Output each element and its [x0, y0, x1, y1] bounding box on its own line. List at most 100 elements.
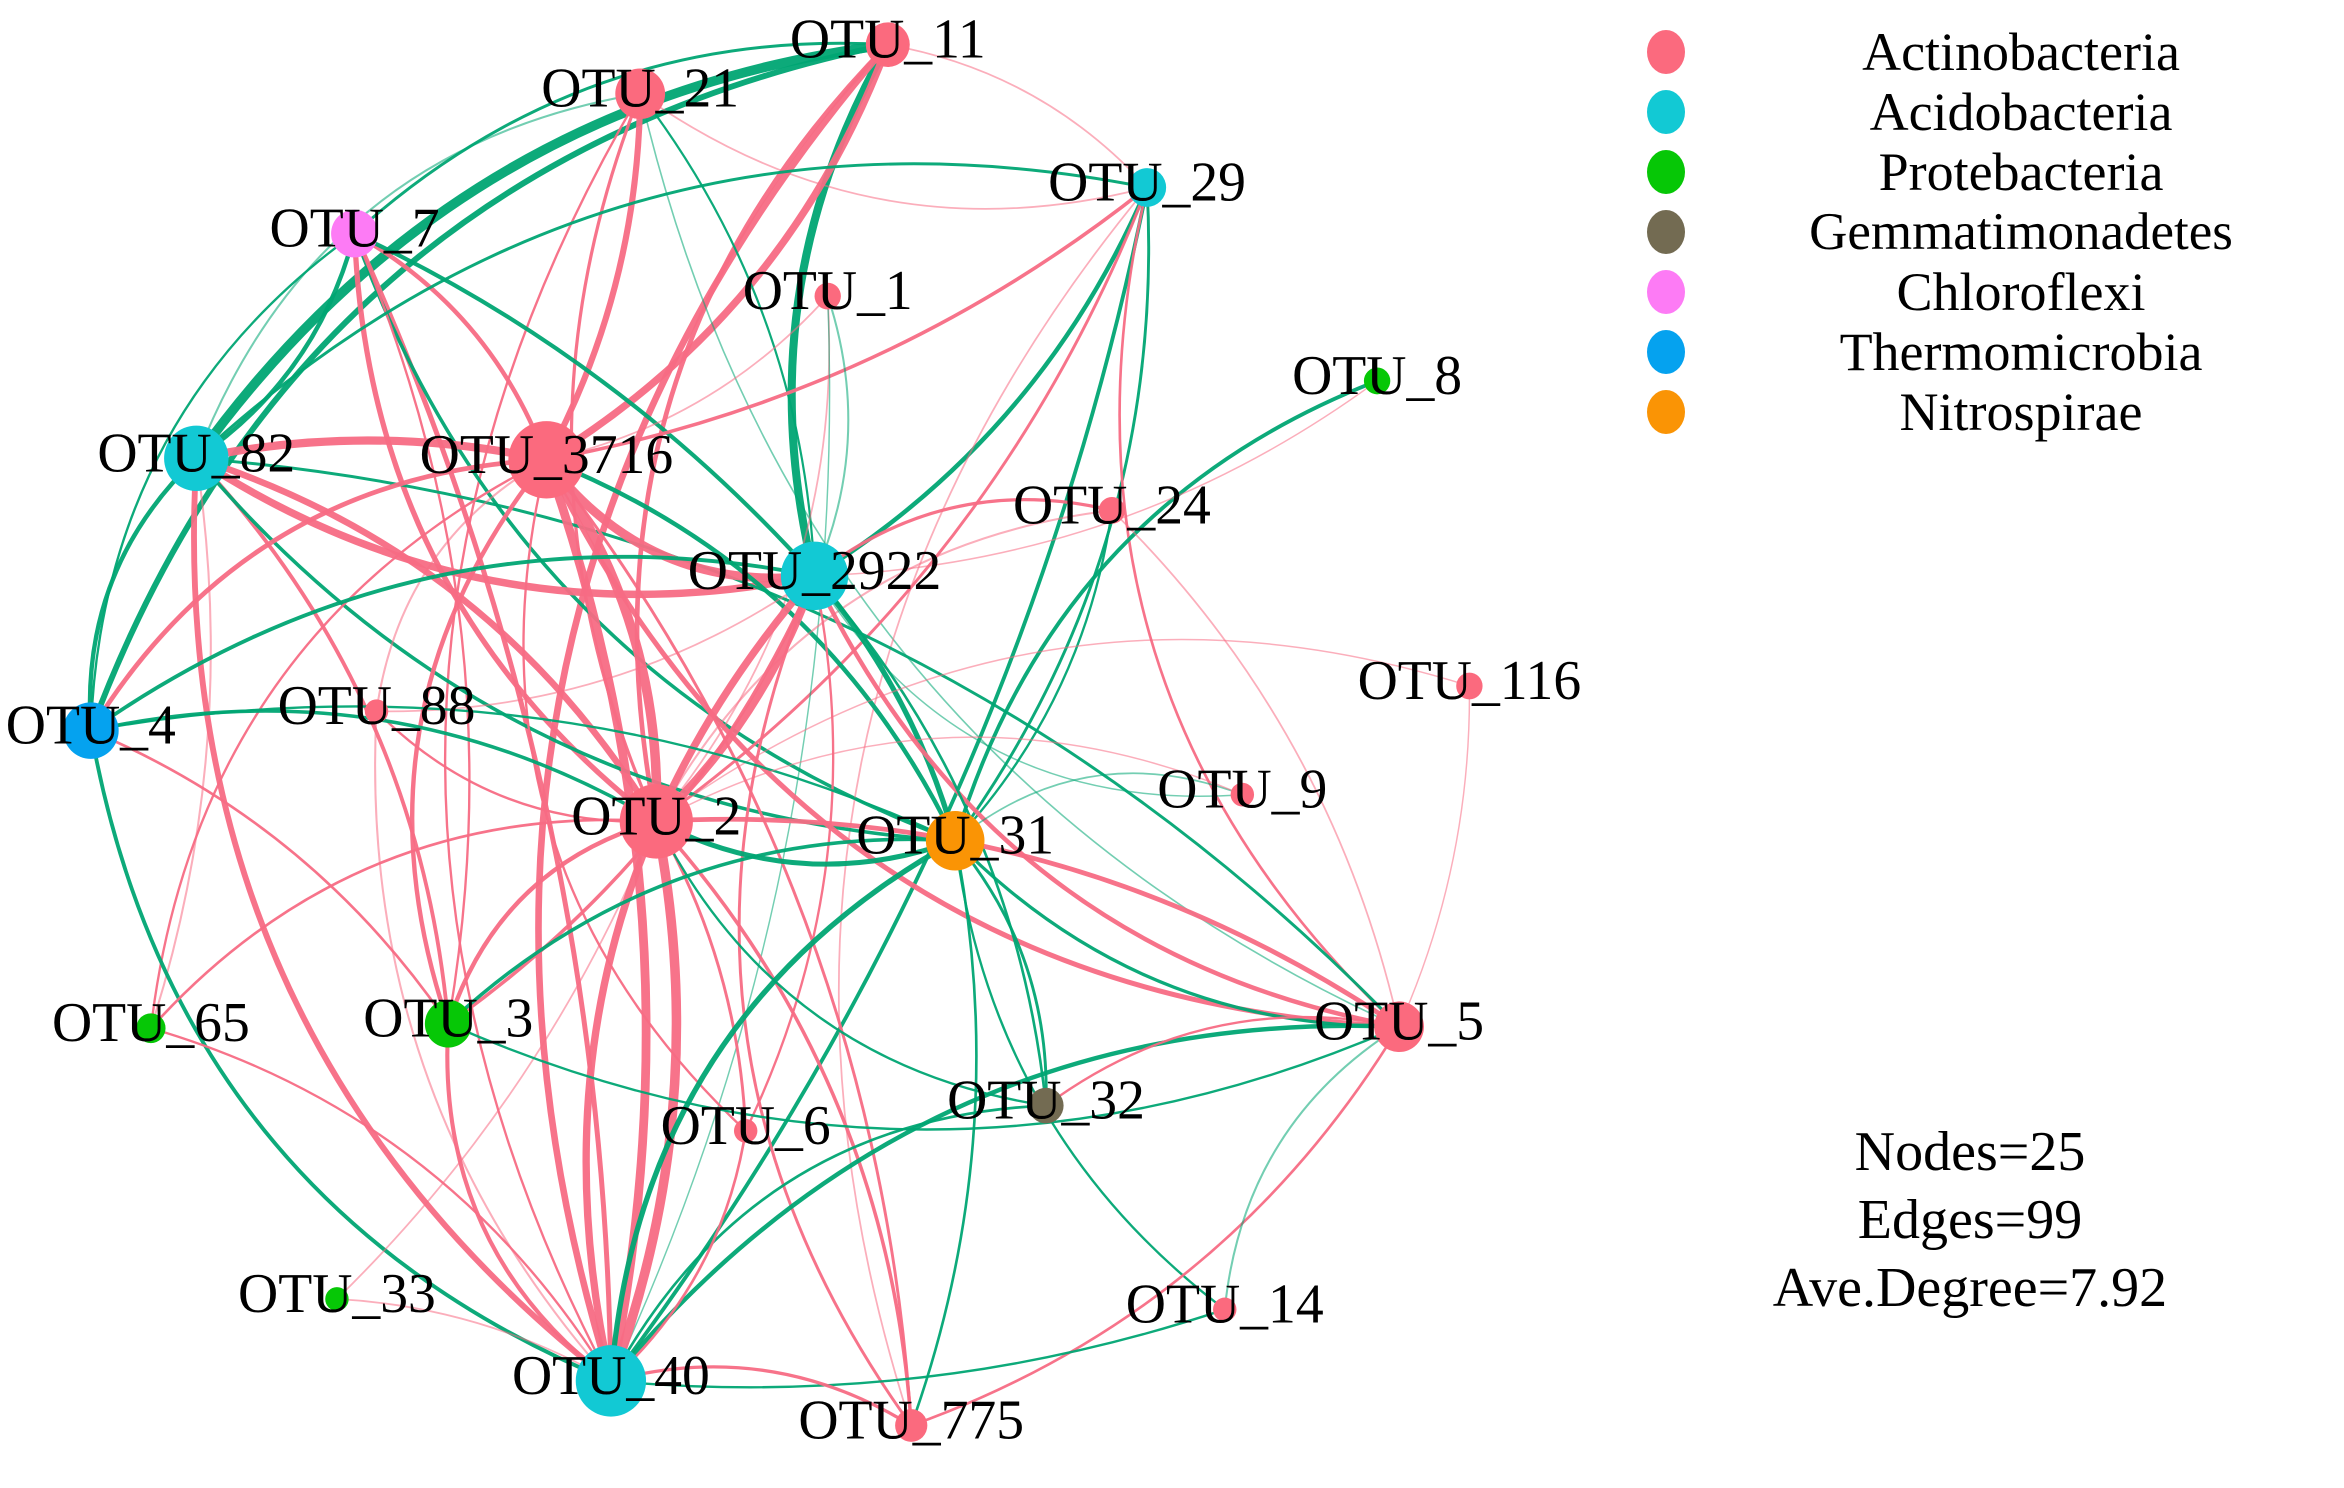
network-node-otu-88[interactable] — [364, 699, 389, 724]
network-node-otu-116[interactable] — [1456, 672, 1483, 700]
network-edge — [608, 838, 958, 1384]
legend-swatch-cell — [1620, 210, 1712, 254]
legend-item-chloroflexi[interactable]: Chloroflexi — [1620, 262, 2330, 322]
network-node-otu-6[interactable] — [733, 1118, 758, 1143]
network-node-label: OTU_11 — [790, 8, 986, 70]
network-node-otu-29[interactable] — [1128, 168, 1167, 207]
stat-edges: Edges=99 — [1857, 1189, 2083, 1251]
network-edge — [446, 837, 957, 1026]
network-edge — [545, 295, 829, 461]
network-edge — [191, 455, 614, 1384]
legend-swatch-cell — [1620, 390, 1712, 434]
network-node-otu-1[interactable] — [814, 282, 841, 310]
network-edge — [953, 839, 1048, 1108]
network-edge — [535, 41, 892, 1385]
stat-nodes: Nodes=25 — [1854, 1121, 2086, 1183]
network-edge — [89, 232, 356, 732]
network-edge — [351, 230, 659, 825]
network-node-otu-11[interactable] — [865, 22, 910, 67]
network-edge — [336, 1298, 612, 1382]
network-edge — [88, 554, 817, 733]
network-edge — [192, 436, 551, 464]
network-edge — [541, 454, 662, 827]
legend-item-acidobacteria[interactable]: Acidobacteria — [1620, 82, 2330, 142]
network-edge — [812, 498, 1114, 578]
network-edge — [609, 1129, 748, 1383]
nodes-layer[interactable] — [62, 22, 1483, 1442]
network-edge — [149, 818, 658, 1030]
network-edge — [353, 232, 471, 1025]
network-edge — [812, 573, 1402, 1029]
legend-item-protebacteria[interactable]: Protebacteria — [1620, 142, 2330, 202]
network-node-otu-5[interactable] — [1374, 1001, 1424, 1053]
network-edge — [149, 457, 212, 1030]
network-node-otu-8[interactable] — [1363, 367, 1391, 395]
network-edge — [87, 41, 891, 734]
legend-item-nitrospirae[interactable]: Nitrospirae — [1620, 382, 2330, 442]
network-edge — [886, 43, 1148, 189]
network-node-label: OTU_7 — [270, 197, 440, 259]
network-node-otu-775[interactable] — [895, 1409, 928, 1442]
network-node-otu-7[interactable] — [331, 209, 378, 258]
network-edge — [544, 185, 1149, 462]
legend-item-gemmatimonadetes[interactable]: Gemmatimonadetes — [1620, 202, 2330, 262]
network-edge — [89, 729, 450, 1026]
network-node-otu-24[interactable] — [1098, 496, 1126, 524]
network-node-otu-33[interactable] — [325, 1287, 349, 1311]
network-edge — [542, 40, 892, 464]
network-node-otu-3716[interactable] — [508, 421, 585, 499]
legend-item-thermomicrobia[interactable]: Thermomicrobia — [1620, 322, 2330, 382]
network-node-otu-3[interactable] — [424, 999, 472, 1048]
network-edge — [634, 42, 891, 824]
network-node-otu-32[interactable] — [1028, 1087, 1064, 1124]
network-edge — [744, 574, 835, 1133]
network-node-otu-82[interactable] — [164, 425, 229, 492]
network-node-otu-40[interactable] — [575, 1345, 647, 1417]
network-node-otu-65[interactable] — [136, 1013, 166, 1044]
stat-average-degree: Ave.Degree=7.92 — [1772, 1257, 2168, 1319]
network-node-label: OTU_775 — [798, 1389, 1024, 1451]
network-edge — [837, 186, 1148, 1427]
network-node-label: OTU_33 — [238, 1263, 436, 1325]
network-node-otu-31[interactable] — [925, 810, 985, 871]
network-node-label: OTU_29 — [1048, 151, 1246, 213]
network-edge — [1223, 1025, 1401, 1311]
network-node-otu-2[interactable] — [619, 784, 693, 859]
network-edge — [191, 39, 893, 464]
legend-item-actinobacteria[interactable]: Actinobacteria — [1620, 22, 2330, 82]
network-node-label: OTU_14 — [1126, 1273, 1324, 1335]
network-node-otu-21[interactable] — [615, 68, 666, 120]
network-edge — [653, 818, 958, 867]
network-edge — [336, 820, 658, 1300]
network-node-otu-2922[interactable] — [780, 541, 849, 611]
legend-color-dot-icon — [1647, 150, 1685, 194]
network-node-otu-14[interactable] — [1213, 1297, 1237, 1322]
legend-color-dot-icon — [1647, 30, 1685, 74]
legend-label: Nitrospirae — [1899, 382, 2143, 442]
network-node-otu-4[interactable] — [62, 702, 119, 759]
network-node-label: OTU_8 — [1292, 345, 1462, 407]
network-edge — [89, 705, 957, 842]
legend-swatch-cell — [1620, 90, 1712, 134]
network-edge — [192, 454, 819, 599]
network-node-label: OTU_88 — [278, 675, 476, 737]
network-node-otu-9[interactable] — [1230, 782, 1255, 807]
network-node-label: OTU_9 — [1157, 758, 1327, 820]
network-node-label: OTU_3 — [363, 987, 533, 1049]
network-edge — [909, 839, 978, 1427]
network-edge — [352, 231, 614, 1384]
network-edge — [953, 839, 1401, 1029]
legend-color-dot-icon — [1647, 210, 1685, 254]
network-edge — [654, 186, 1149, 823]
network-edge — [374, 710, 612, 1382]
edges-layer — [87, 39, 1471, 1428]
network-edge — [813, 295, 850, 577]
network-edge — [609, 1104, 1048, 1383]
network-edge — [149, 458, 548, 1030]
network-edge — [522, 458, 747, 1133]
network-edge — [909, 1025, 1401, 1427]
legend-color-dot-icon — [1647, 330, 1685, 374]
